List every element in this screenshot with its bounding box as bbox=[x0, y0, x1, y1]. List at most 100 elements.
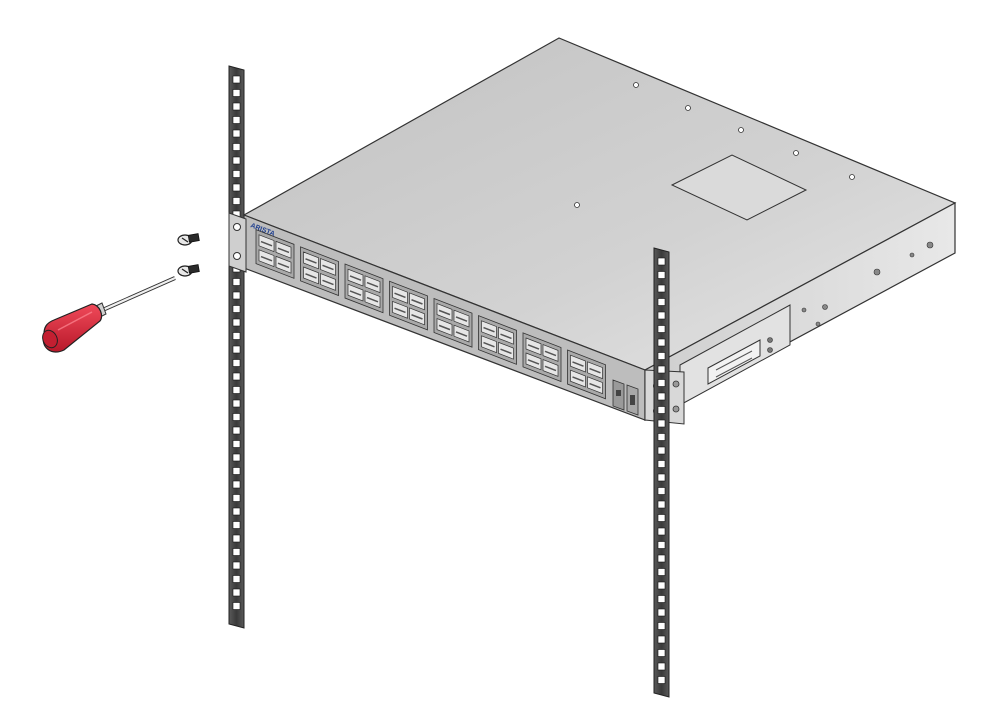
rail-slot bbox=[657, 271, 666, 279]
rail-slot bbox=[657, 298, 666, 306]
screwdriver-icon bbox=[42, 276, 176, 353]
port-latch bbox=[589, 367, 601, 374]
port-latch bbox=[483, 341, 495, 348]
rail-slot bbox=[232, 588, 241, 597]
rail-slot bbox=[657, 257, 666, 266]
rail-slot bbox=[232, 575, 241, 583]
rail-slot bbox=[232, 75, 241, 84]
management-ports bbox=[612, 379, 639, 416]
rail-slot bbox=[657, 500, 666, 509]
rail-slot bbox=[657, 446, 666, 455]
rail-slot bbox=[232, 129, 241, 138]
rail-slot bbox=[657, 392, 666, 401]
port-latch bbox=[500, 333, 512, 340]
rail-slot bbox=[657, 554, 666, 563]
rail-slot bbox=[657, 352, 666, 360]
rail-slot bbox=[232, 507, 241, 516]
port-group bbox=[478, 315, 517, 365]
port-group bbox=[300, 246, 339, 297]
rail-slot bbox=[657, 284, 666, 293]
rail-slot bbox=[232, 426, 241, 435]
right-rack-rail bbox=[653, 247, 670, 698]
rail-slot bbox=[232, 332, 241, 340]
rail-slot bbox=[232, 480, 241, 489]
front-port-groups bbox=[255, 229, 606, 400]
rail-slot bbox=[657, 635, 666, 644]
rail-slot bbox=[657, 325, 666, 333]
port-latch bbox=[483, 326, 495, 333]
rail-slot bbox=[657, 433, 666, 441]
port-latch bbox=[411, 314, 423, 320]
port-latch bbox=[572, 376, 584, 382]
port-latch bbox=[366, 296, 379, 303]
top-label-plate bbox=[670, 154, 808, 221]
rail-slot bbox=[232, 548, 241, 556]
rail-slot bbox=[657, 419, 666, 428]
side-slide-bracket bbox=[679, 304, 791, 406]
rail-slot bbox=[232, 116, 241, 124]
port-latch bbox=[572, 361, 584, 367]
rail-slot bbox=[657, 527, 666, 536]
rail-slot bbox=[657, 460, 666, 468]
rail-slot bbox=[232, 197, 241, 205]
rail-slot bbox=[657, 676, 666, 684]
port-latch bbox=[277, 247, 290, 254]
rail-slot bbox=[232, 305, 241, 313]
rail-slot bbox=[657, 608, 666, 617]
rail-slot bbox=[232, 534, 241, 543]
port-group bbox=[433, 297, 473, 348]
rail-slot bbox=[657, 649, 666, 657]
rail-slot bbox=[232, 602, 241, 610]
port-latch bbox=[500, 348, 512, 355]
port-group bbox=[344, 263, 384, 314]
port-latch bbox=[438, 324, 451, 331]
rail-slot bbox=[232, 467, 241, 475]
rail-slot bbox=[232, 561, 241, 570]
port-latch bbox=[260, 240, 273, 247]
port-latch bbox=[544, 350, 557, 357]
port-latch bbox=[305, 273, 317, 279]
rail-slot bbox=[232, 291, 241, 300]
rail-slot bbox=[232, 278, 241, 286]
rail-slot bbox=[657, 622, 666, 630]
rail-slot bbox=[232, 170, 241, 178]
top-holes bbox=[574, 82, 855, 208]
port-latch bbox=[277, 262, 290, 269]
port-latch bbox=[527, 359, 540, 365]
port-group bbox=[255, 229, 295, 279]
rail-slot bbox=[657, 595, 666, 603]
port-latch bbox=[455, 316, 468, 322]
port-group bbox=[522, 332, 562, 383]
rail-slot bbox=[232, 372, 241, 381]
rail-slot bbox=[657, 662, 666, 671]
network-switch-icon: ARISTA bbox=[228, 37, 957, 425]
left-mounting-ear bbox=[228, 212, 247, 273]
rail-slot bbox=[657, 365, 666, 374]
rail-slot bbox=[232, 183, 241, 192]
port-latch bbox=[438, 309, 451, 316]
rail-slot bbox=[657, 514, 666, 522]
rail-slot bbox=[232, 413, 241, 421]
rail-slot bbox=[232, 399, 241, 408]
right-rail-slots bbox=[657, 257, 666, 684]
port-latch bbox=[366, 281, 379, 288]
rail-slot bbox=[232, 318, 241, 327]
screw-icon bbox=[177, 233, 200, 246]
rail-slot bbox=[232, 102, 241, 111]
port-group bbox=[567, 349, 606, 400]
rail-slot bbox=[657, 473, 666, 482]
rail-slot bbox=[657, 541, 666, 549]
side-holes bbox=[801, 241, 934, 327]
rail-slot bbox=[232, 89, 241, 97]
screw-icon bbox=[177, 264, 200, 277]
rail-slot bbox=[657, 338, 666, 347]
port-latch bbox=[527, 344, 540, 350]
port-group bbox=[389, 280, 428, 331]
port-latch bbox=[394, 307, 406, 314]
rail-slot bbox=[657, 487, 666, 495]
left-rack-rail bbox=[228, 65, 245, 629]
rail-slot bbox=[657, 581, 666, 590]
rail-slot bbox=[657, 379, 666, 387]
port-latch bbox=[394, 292, 406, 299]
port-latch bbox=[322, 279, 334, 286]
